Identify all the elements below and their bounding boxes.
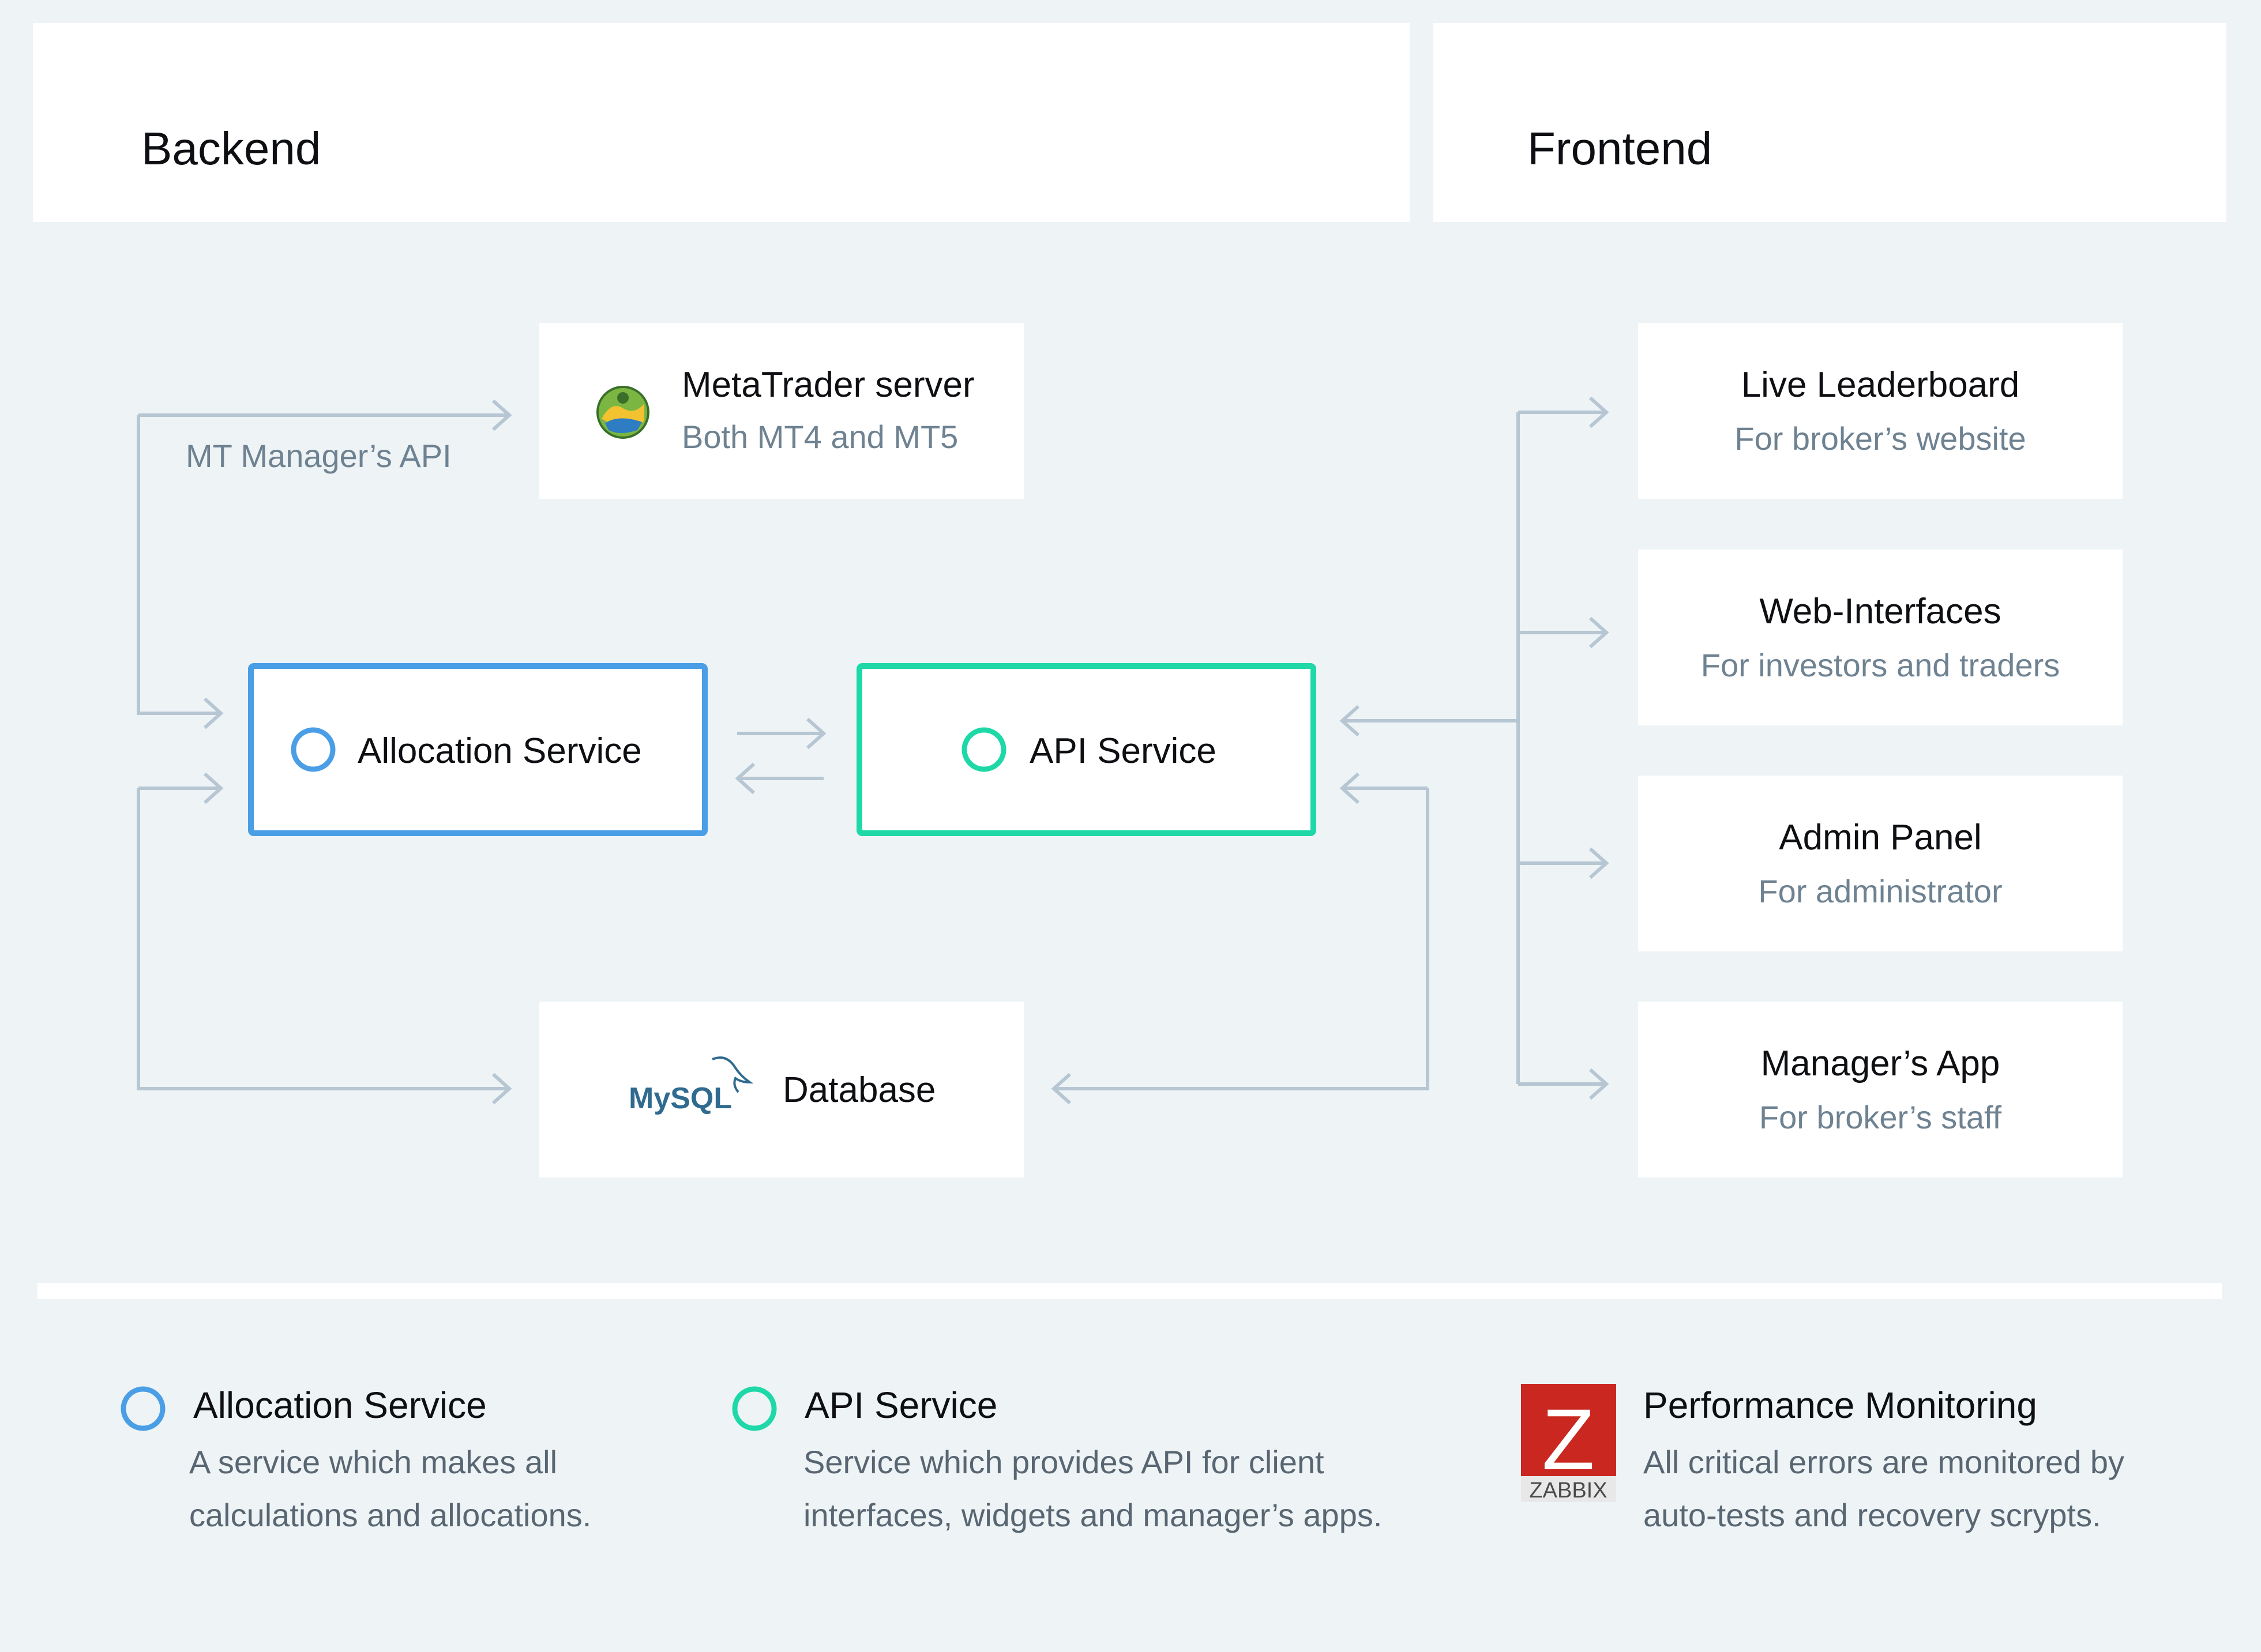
mysql-logo-icon: MySQL [629,1056,754,1115]
svg-text:MySQL: MySQL [629,1082,732,1115]
metatrader-server-card: MetaTrader server Both MT4 and MT5 [539,323,1024,499]
legend-allocation-line2: calculations and allocations. [189,1497,592,1533]
legend-monitoring-line2: auto-tests and recovery scrypts. [1643,1497,2101,1533]
web-interfaces-card[interactable]: Web-Interfaces For investors and traders [1638,550,2123,725]
legend-monitoring-line1: All critical errors are monitored by [1643,1444,2125,1480]
legend-allocation-line1: A service which makes all [189,1444,558,1480]
metatrader-subtitle: Both MT4 and MT5 [682,419,959,455]
ring-blue-icon [291,727,336,772]
admin-panel-card[interactable]: Admin Panel For administrator [1638,776,2123,951]
frontend-title: Frontend [1527,123,1712,174]
arrow-database-to-allocation [137,788,508,1090]
admin-panel-subtitle: For administrator [1758,873,2003,909]
database-title: Database [783,1070,936,1110]
legend-allocation-title: Allocation Service [193,1384,487,1426]
web-interfaces-subtitle: For investors and traders [1700,647,2060,683]
live-leaderboard-card[interactable]: Live Leaderboard For broker’s website [1638,323,2123,499]
mt-manager-api-label: MT Manager’s API [186,438,452,474]
metatrader-title: MetaTrader server [682,365,975,405]
live-leaderboard-title: Live Leaderboard [1741,365,2020,405]
managers-app-card[interactable]: Manager’s App For broker’s staff [1638,1002,2123,1177]
legend-monitoring-title: Performance Monitoring [1643,1384,2037,1426]
api-service-title: API Service [1030,731,1216,771]
svg-text:ZABBIX: ZABBIX [1529,1478,1607,1502]
managers-app-title: Manager’s App [1760,1044,2000,1083]
allocation-service-title: Allocation Service [358,731,642,771]
api-service-box: API Service [857,663,1316,836]
legend-monitoring: Z ZABBIX Performance Monitoring All crit… [1521,1384,2242,1557]
svg-text:Z: Z [1542,1391,1595,1488]
database-card: MySQL Database [539,1002,1024,1177]
ring-green-icon [962,727,1006,772]
frontend-header-panel: Frontend [1433,23,2226,222]
legend-api-line1: Service which provides API for client [803,1444,1324,1480]
legend-allocation: Allocation Service A service which makes… [118,1384,695,1557]
metatrader-logo-icon [596,386,649,439]
arrow-api-to-database [1056,788,1429,1090]
web-interfaces-title: Web-Interfaces [1759,592,2001,631]
live-leaderboard-subtitle: For broker’s website [1734,420,2026,457]
legend-api: API Service Service which provides API f… [730,1384,1422,1557]
zabbix-logo-icon: Z ZABBIX [1521,1384,1616,1502]
backend-title: Backend [141,123,321,174]
legend-api-line2: interfaces, widgets and manager’s apps. [803,1497,1383,1533]
allocation-service-box: Allocation Service [248,663,708,836]
ring-green-icon [732,1386,777,1431]
managers-app-subtitle: For broker’s staff [1759,1099,2002,1135]
arrow-metatrader-to-allocation [137,415,219,715]
ring-blue-icon [121,1386,166,1431]
admin-panel-title: Admin Panel [1779,818,1982,857]
legend-divider [37,1283,2222,1299]
legend-api-title: API Service [805,1384,998,1426]
backend-header-panel: Backend [33,23,1410,222]
